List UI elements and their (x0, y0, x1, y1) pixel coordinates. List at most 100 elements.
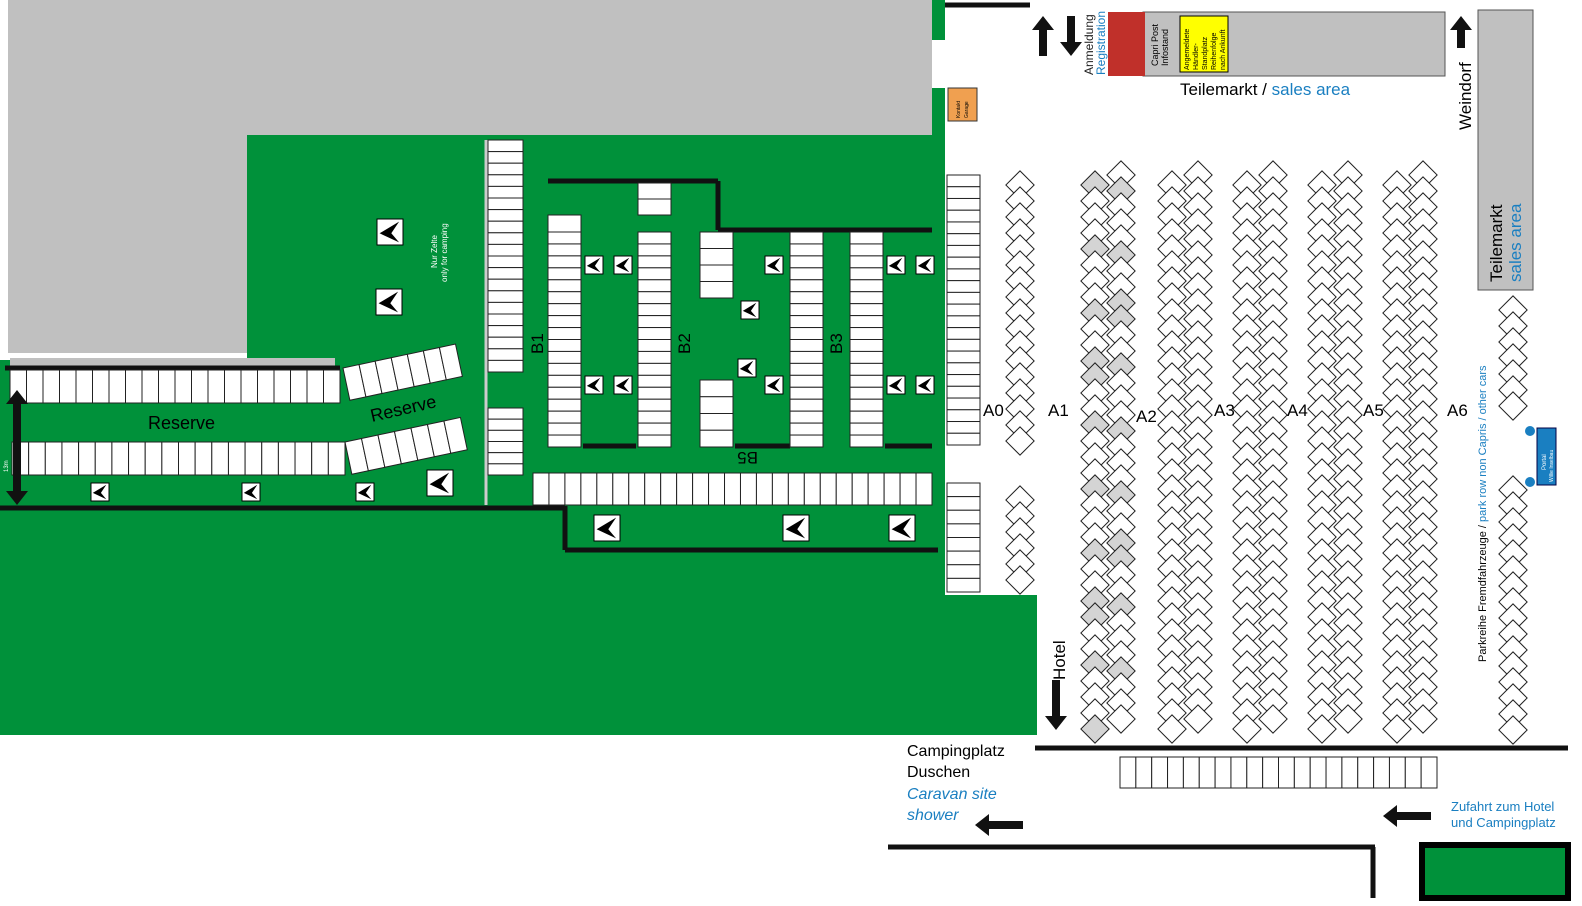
parking-space (1388, 756, 1406, 789)
parking-space (699, 281, 734, 299)
parking-diamond (1408, 288, 1438, 318)
parking-diamond (1232, 698, 1262, 728)
registration-en: Registration (1094, 11, 1108, 75)
parking-diamond (1382, 442, 1412, 472)
parking-space (1119, 756, 1137, 789)
parking-diamond (1232, 266, 1262, 296)
parking-diamond (1005, 298, 1035, 328)
tent-icon (737, 358, 757, 378)
row-label-a6: A6 (1447, 401, 1468, 420)
parking-space (755, 472, 773, 506)
parking-diamond (1232, 458, 1262, 488)
row-label-a2: A2 (1136, 407, 1157, 426)
parking-space (692, 472, 710, 506)
parking-diamond (1307, 298, 1337, 328)
parking-space (787, 472, 805, 506)
parking-diamond (1333, 624, 1363, 654)
parking-diamond (1232, 602, 1262, 632)
parking-diamond (1382, 410, 1412, 440)
parking-space (849, 279, 884, 293)
parking-space (946, 509, 981, 525)
parking-diamond (1157, 586, 1187, 616)
parking-diamond (1307, 602, 1337, 632)
parking-diamond (1157, 538, 1187, 568)
tent-icon (426, 469, 454, 497)
parking-diamond (1408, 352, 1438, 382)
parking-space (1182, 756, 1200, 789)
parking-space (487, 278, 524, 292)
parking-diamond (1080, 250, 1110, 280)
parking-diamond (1498, 635, 1528, 665)
parking-diamond (1333, 544, 1363, 574)
parking-diamond (1080, 602, 1110, 632)
parking-diamond (1106, 528, 1136, 558)
parking-diamond (1408, 224, 1438, 254)
parking-diamond (1080, 506, 1110, 536)
parking-diamond (1157, 458, 1187, 488)
parking-space (128, 441, 146, 476)
parking-diamond (1258, 192, 1288, 222)
parking-diamond (1258, 320, 1288, 350)
parking-diamond (1183, 320, 1213, 350)
portal-text: Portal (1542, 454, 1548, 470)
parking-space (487, 452, 524, 465)
parking-diamond (1307, 458, 1337, 488)
tent-icon-glyph (742, 302, 757, 318)
parking-diamond (1157, 298, 1187, 328)
parking-space (946, 209, 981, 223)
parking-diamond (1232, 650, 1262, 680)
parking-space (849, 434, 884, 448)
parking-space (637, 243, 672, 257)
parking-space (580, 472, 598, 506)
parking-space (851, 472, 869, 506)
row-label-b2: B2 (675, 333, 694, 354)
parking-space (946, 482, 981, 498)
parking-space (637, 339, 672, 352)
parking-space (487, 407, 524, 420)
parking-space (637, 231, 672, 245)
parking-diamond (1232, 282, 1262, 312)
parking-diamond (1232, 314, 1262, 344)
parking-diamond (1382, 314, 1412, 344)
parking-diamond (1333, 416, 1363, 446)
parking-diamond (1183, 576, 1213, 606)
parking-diamond (1106, 320, 1136, 350)
parking-space (26, 369, 44, 404)
tent-icon (886, 375, 906, 395)
parking-space (1373, 756, 1390, 789)
parking-diamond (1307, 170, 1337, 200)
parking-diamond (1258, 160, 1288, 190)
parking-diamond (1080, 394, 1110, 424)
parking-diamond (1307, 234, 1337, 264)
parking-diamond (1333, 224, 1363, 254)
parking-diamond (1106, 304, 1136, 334)
parking-space (946, 523, 981, 538)
arrow-shape (6, 390, 28, 475)
parking-space (637, 198, 672, 216)
parking-space (946, 244, 981, 258)
tent-icon-glyph (615, 377, 630, 393)
parking-diamond (1106, 240, 1136, 270)
parking-space (789, 327, 824, 340)
parking-space (547, 243, 582, 257)
parking-space (946, 350, 981, 364)
parking-space (660, 472, 678, 506)
parking-diamond (1080, 522, 1110, 552)
parking-space (547, 386, 582, 400)
parking-diamond (1408, 336, 1438, 366)
parking-space (637, 350, 672, 364)
parking-diamond (1232, 554, 1262, 584)
tent-icon-glyph (891, 517, 912, 539)
parking-diamond (1080, 714, 1110, 744)
parking-space (612, 472, 630, 506)
parking-diamond (1183, 160, 1213, 190)
parking-space (1214, 756, 1232, 789)
parking-diamond (1333, 448, 1363, 478)
parking-space (596, 472, 614, 506)
parking-space (946, 338, 981, 352)
contact-text: Kontakt (956, 100, 962, 118)
parking-diamond (1333, 240, 1363, 270)
parking-diamond (1333, 384, 1363, 414)
parking-diamond (1106, 480, 1136, 510)
